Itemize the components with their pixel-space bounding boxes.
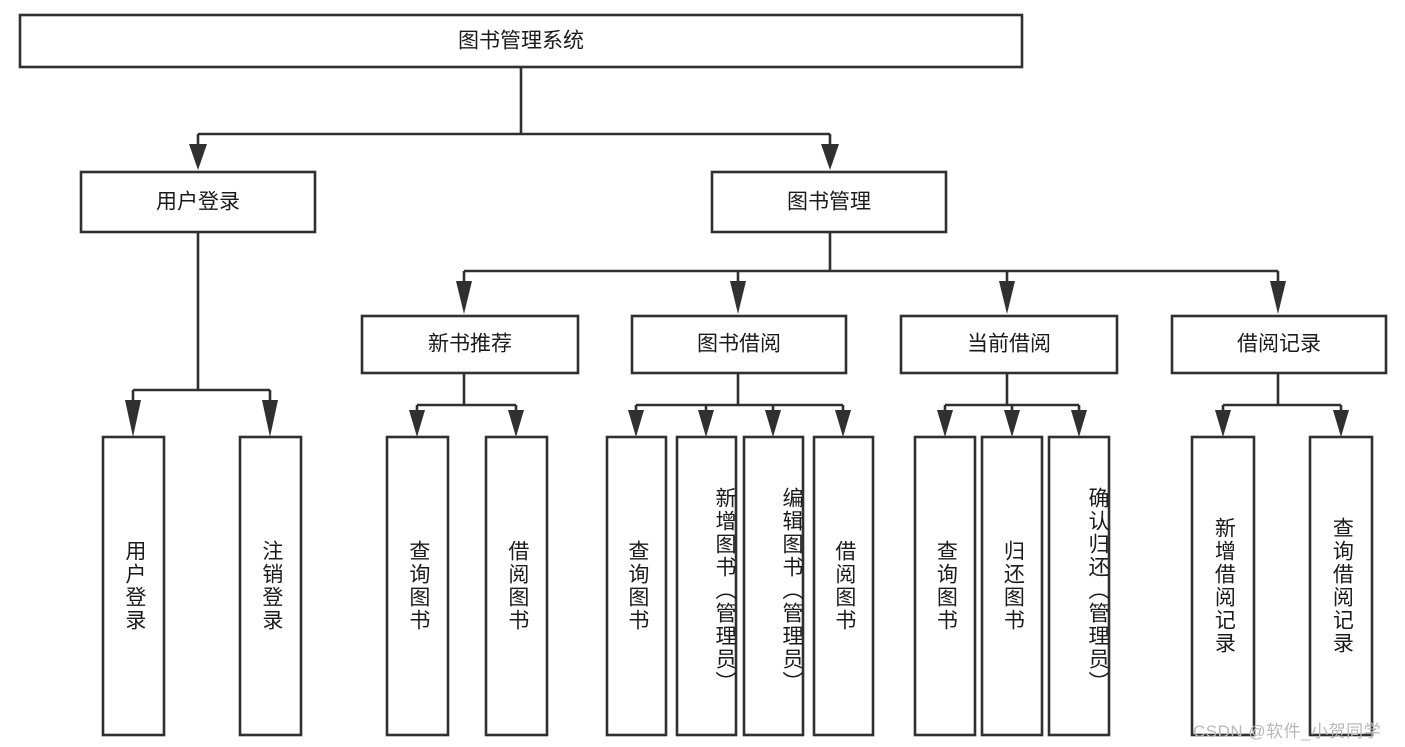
- leaf-box-logout[interactable]: [238, 435, 303, 737]
- watermark-text: CSDN @软件_小贺同学: [1193, 722, 1382, 741]
- node-label: 借阅记录: [1237, 333, 1321, 356]
- arrow-head-icon: [698, 410, 714, 437]
- arrow-head-icon: [1004, 410, 1020, 437]
- arrow-head-icon: [409, 410, 425, 437]
- leaf-box-query-borrow-record[interactable]: [1308, 435, 1374, 737]
- node-current-borrow[interactable]: 当前借阅: [899, 314, 1119, 375]
- leaf-box-add-borrow-record[interactable]: [1190, 435, 1256, 737]
- node-label: 图书管理系统: [458, 30, 584, 53]
- leaf-box-query-book-3[interactable]: [913, 435, 977, 737]
- connector-currentborrow-to-leaves: [937, 373, 1087, 437]
- arrow-head-icon: [125, 400, 141, 437]
- arrow-head-icon: [628, 410, 644, 437]
- leaf-box-query-book-1[interactable]: [385, 435, 450, 737]
- leaf-box-return-book[interactable]: [980, 435, 1044, 737]
- arrow-head-icon: [821, 144, 839, 170]
- node-book-borrow[interactable]: 图书借阅: [630, 314, 848, 375]
- node-box[interactable]: [899, 314, 1119, 375]
- leaf-box-borrow-book-1[interactable]: [484, 435, 549, 737]
- connector-borrowrecord-to-leaves: [1215, 373, 1349, 437]
- node-borrow-record[interactable]: 借阅记录: [1170, 314, 1388, 375]
- arrow-head-icon: [508, 410, 524, 437]
- node-label: 用户登录: [156, 191, 240, 214]
- arrow-head-icon: [1333, 410, 1349, 437]
- leaf-box-query-book-2[interactable]: [605, 435, 668, 737]
- node-book-management[interactable]: 图书管理: [710, 170, 948, 234]
- node-box[interactable]: [18, 13, 1024, 69]
- node-box[interactable]: [630, 314, 848, 375]
- leaf-box-confirm-return-admin[interactable]: [1047, 435, 1111, 737]
- arrow-head-icon: [730, 281, 746, 314]
- node-box[interactable]: [710, 170, 948, 234]
- leaf-box-borrow-book-2[interactable]: [812, 435, 875, 737]
- arrow-head-icon: [999, 281, 1015, 314]
- leaf-box-edit-book-admin[interactable]: [742, 435, 805, 737]
- connector-root-to-level2: [189, 67, 839, 170]
- node-label: 图书借阅: [697, 333, 781, 356]
- arrow-head-icon: [1071, 410, 1087, 437]
- arrow-head-icon: [456, 281, 472, 314]
- node-label: 图书管理: [787, 191, 871, 214]
- node-box[interactable]: [79, 170, 317, 234]
- arrow-head-icon: [262, 400, 278, 437]
- node-user-login[interactable]: 用户登录: [79, 170, 317, 234]
- connector-bookborrow-to-leaves: [628, 373, 851, 437]
- node-box[interactable]: [360, 314, 580, 375]
- node-label: 新书推荐: [428, 333, 512, 356]
- arrow-head-icon: [1215, 410, 1231, 437]
- node-new-book-recommend[interactable]: 新书推荐: [360, 314, 580, 375]
- arrow-head-icon: [1270, 281, 1286, 314]
- connector-newbook-to-leaves: [409, 373, 524, 437]
- arrow-head-icon: [765, 410, 781, 437]
- arrow-head-icon: [835, 410, 851, 437]
- arrow-head-icon: [937, 410, 953, 437]
- connector-userlogin-to-leaves: [125, 232, 278, 437]
- node-root-book-management-system[interactable]: 图书管理系统: [18, 13, 1024, 69]
- node-label: 当前借阅: [967, 333, 1051, 356]
- connector-bookmgmt-to-level3: [456, 232, 1286, 314]
- leaf-box-add-book-admin[interactable]: [675, 435, 738, 737]
- arrow-head-icon: [189, 144, 207, 170]
- leaf-box-user-login[interactable]: [101, 435, 166, 737]
- node-box[interactable]: [1170, 314, 1388, 375]
